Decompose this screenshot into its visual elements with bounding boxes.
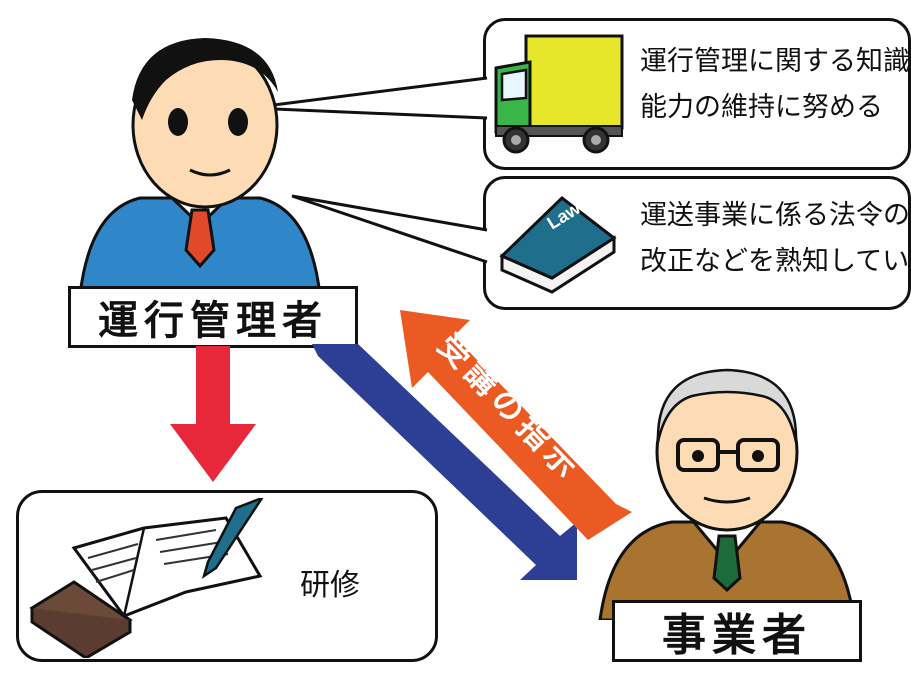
law-text-line2: 改正などを熟知している xyxy=(640,246,911,277)
knowledge-text-line2: 能力の維持に努める xyxy=(640,92,883,123)
operator-character xyxy=(598,368,856,620)
training-label: 研修 xyxy=(300,568,360,603)
law-book-icon: Law xyxy=(499,196,617,294)
manager-character xyxy=(78,38,322,295)
truck-icon xyxy=(494,34,624,154)
operator-label: 事業者 xyxy=(612,600,862,662)
knowledge-text-line1: 運行管理に関する知識 xyxy=(640,46,910,77)
books-pen-icon xyxy=(29,498,264,658)
red-down-arrow xyxy=(170,346,256,482)
law-text-line1: 運送事業に係る法令の xyxy=(640,200,910,231)
